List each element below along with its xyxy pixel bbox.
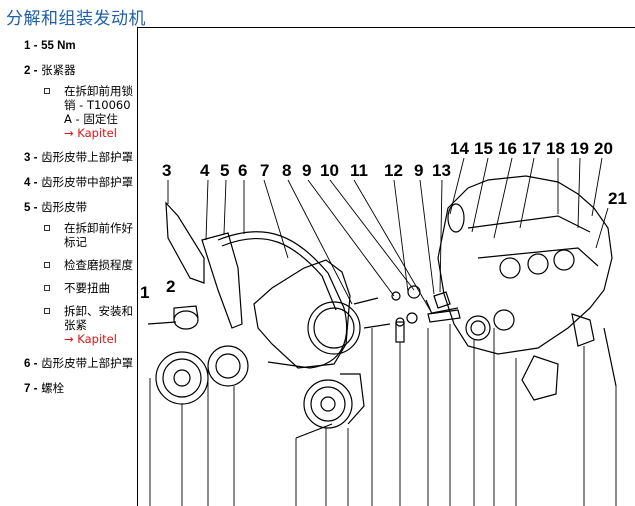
bullet-square-icon (44, 225, 50, 231)
callout-11: 11 (350, 161, 368, 180)
kapitel-link[interactable]: → Kapitel (64, 332, 117, 346)
legend-item-4: 4 - 齿形皮带中部护罩 (24, 175, 136, 190)
legend-item-7: 7 - 螺栓 (24, 381, 136, 396)
callout-9b: 9 (414, 161, 423, 180)
callout-17: 17 (522, 139, 541, 158)
subitem-text: 在拆卸前作好标记 (64, 221, 133, 249)
legend-item-2: 2 - 张紧器 在拆卸前用锁销 - T10060 A - 固定住 → Kapit… (24, 63, 136, 140)
subitem-text: 拆卸、安装和张紧 (64, 304, 133, 332)
callout-2: 2 (166, 277, 175, 296)
legend-subitem: 检查磨损程度 (38, 258, 136, 272)
legend-item-6: 6 - 齿形皮带上部护罩 (24, 356, 136, 371)
legend-sublist: 在拆卸前用锁销 - T10060 A - 固定住 → Kapitel (38, 84, 136, 140)
legend-item-3: 3 - 齿形皮带上部护罩 (24, 150, 136, 165)
callout-7: 7 (260, 161, 269, 180)
callout-10: 10 (320, 161, 339, 180)
callout-20: 20 (594, 139, 613, 158)
legend-label: 齿形皮带上部护罩 (41, 150, 134, 164)
legend-label: 螺栓 (41, 381, 65, 395)
middle-cover-shape (201, 232, 243, 329)
callout-12: 12 (384, 161, 403, 180)
callout-5: 5 (220, 161, 229, 180)
bullet-square-icon (44, 308, 50, 314)
legend-item-5: 5 - 齿形皮带 在拆卸前作好标记 检查磨损程度 不要扭曲 拆卸、安装和张紧 →… (24, 200, 136, 346)
callout-6: 6 (238, 161, 247, 180)
engine-drawing: 3 1 2 4 5 6 7 8 9 10 11 12 9 13 14 15 16… (140, 139, 627, 506)
legend-number: 1 - (24, 40, 38, 52)
lower-cover-shape (253, 259, 351, 369)
legend-subitem: 在拆卸前用锁销 - T10060 A - 固定住 → Kapitel (38, 84, 136, 140)
callout-18: 18 (546, 139, 565, 158)
subitem-text: 检查磨损程度 (64, 258, 133, 272)
timing-belt-inner (221, 237, 337, 311)
exploded-engine-diagram: 3 1 2 4 5 6 7 8 9 10 11 12 9 13 14 15 16… (137, 27, 635, 506)
callout-1: 1 (140, 283, 149, 302)
callout-19: 19 (570, 139, 589, 158)
callout-16: 16 (498, 139, 517, 158)
legend-label: 55 Nm (41, 40, 76, 52)
legend-label: 张紧器 (41, 63, 76, 77)
parts-legend: 1 - 55 Nm 2 - 张紧器 在拆卸前用锁销 - T10060 A - 固… (24, 38, 136, 406)
page-title: 分解和组装发动机 (6, 9, 146, 29)
callout-3: 3 (162, 161, 171, 180)
legend-number: 5 - (24, 202, 38, 214)
bullet-square-icon (44, 88, 50, 94)
kapitel-link[interactable]: → Kapitel (64, 126, 117, 140)
callout-15: 15 (474, 139, 493, 158)
legend-number: 6 - (24, 358, 38, 370)
upper-cover-shape (165, 201, 205, 284)
callout-9: 9 (302, 161, 311, 180)
callout-14: 14 (450, 139, 469, 158)
callout-21: 21 (608, 189, 627, 208)
callout-4: 4 (200, 161, 210, 180)
legend-label: 齿形皮带上部护罩 (41, 356, 134, 370)
engine-block-shape (437, 175, 613, 355)
legend-subitem: 拆卸、安装和张紧 → Kapitel (38, 304, 136, 346)
legend-number: 2 - (24, 65, 38, 77)
legend-subitem: 在拆卸前作好标记 (38, 221, 136, 249)
legend-number: 4 - (24, 177, 38, 189)
callout-13: 13 (432, 161, 451, 180)
subitem-text: 不要扭曲 (64, 281, 110, 295)
legend-number: 7 - (24, 383, 38, 395)
legend-sublist: 在拆卸前作好标记 检查磨损程度 不要扭曲 拆卸、安装和张紧 → Kapitel (38, 221, 136, 346)
legend-label: 齿形皮带中部护罩 (41, 175, 134, 189)
legend-subitem: 不要扭曲 (38, 281, 136, 295)
bullet-square-icon (44, 262, 50, 268)
legend-item-1: 1 - 55 Nm (24, 38, 136, 53)
subitem-text: 在拆卸前用锁销 - T10060 A - 固定住 (64, 84, 133, 126)
legend-label: 齿形皮带 (41, 200, 88, 214)
legend-number: 3 - (24, 152, 38, 164)
callout-8: 8 (282, 161, 291, 180)
bullet-square-icon (44, 285, 50, 291)
timing-belt-shape (217, 231, 348, 369)
